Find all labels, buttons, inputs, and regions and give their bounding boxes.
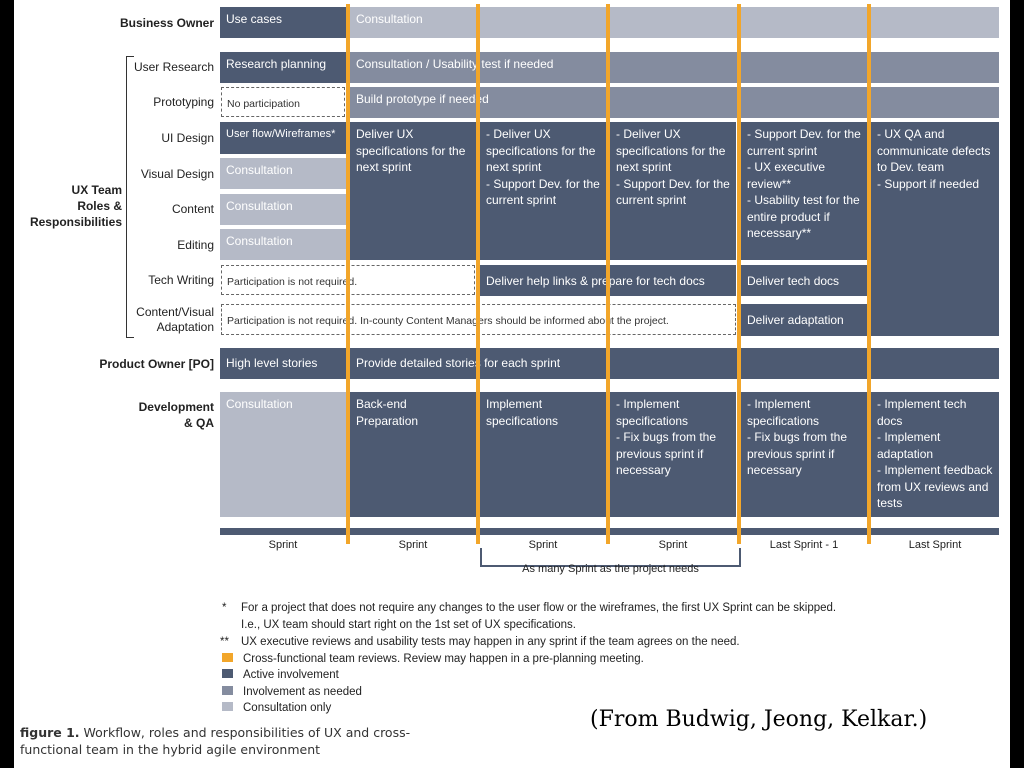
legend-label-consultation: Consultation only (243, 702, 332, 714)
row-label-development-2: & QA (184, 416, 214, 430)
legend-item-active: Active involvement (222, 667, 339, 684)
cell-dev-s3: - Implement specifications - Fix bugs fr… (610, 392, 736, 517)
footnote-1-line-1: For a project that does not require any … (241, 602, 837, 614)
row-label-prototyping: Prototyping (153, 95, 214, 109)
cell-po-high: High level stories (220, 348, 346, 379)
row-label-business-owner: Business Owner (119, 16, 214, 30)
cell-pt-build: Build prototype if needed (350, 87, 999, 118)
legend-swatch-orange (222, 653, 233, 662)
legend-item-consultation: Consultation only (222, 700, 331, 717)
cell-dev-s1: Back-end Preparation (350, 392, 476, 517)
ux-team-label-1: UX Team (71, 183, 122, 197)
cell-ct-consult: Consultation (220, 194, 346, 225)
legend-label-as-needed: Involvement as needed (243, 686, 362, 698)
footnote-1-line-2: I.e., UX team should start right on the … (241, 619, 576, 631)
review-line-3 (606, 4, 610, 544)
figure-caption: figure 1. Workflow, roles and responsibi… (20, 724, 520, 758)
cell-po-detailed: Provide detailed stories for each sprint (350, 348, 999, 379)
cell-dev-s4: - Implement specifications - Fix bugs fr… (741, 392, 867, 517)
row-label-content-visual-adaptation-1: Content/Visual (136, 305, 214, 319)
sprint-label-3: Sprint (528, 539, 558, 551)
row-label-content-visual-adaptation-2: Adaptation (156, 320, 214, 334)
row-label-development-1: Development (138, 400, 214, 414)
cell-tw-docs: Deliver tech docs (741, 265, 867, 296)
cell-dev-consult: Consultation (220, 392, 346, 517)
review-line-5 (867, 4, 871, 544)
ux-team-label-2: Roles & (77, 199, 122, 213)
cell-dev-s2: Implement specifications (480, 392, 606, 517)
cell-vd-consult: Consultation (220, 158, 346, 189)
cell-ui-flow: User flow/Wireframes* (220, 122, 346, 154)
ux-team-label-3: Responsibilities (29, 215, 122, 229)
caption-text-2: functional team in the hybrid agile envi… (20, 742, 321, 757)
sprint-span-label: As many Sprint as the project needs (522, 563, 699, 575)
legend-label-reviews: Cross-functional team reviews. Review ma… (243, 653, 644, 665)
row-label-visual-design: Visual Design (140, 167, 214, 181)
cell-cva-deliver: Deliver adaptation (741, 304, 867, 336)
cell-s5-ux: - UX QA and communicate defects to Dev. … (871, 122, 999, 336)
footnote-1-mark: * (222, 602, 227, 614)
footnote-2-mark: ** (220, 636, 229, 648)
review-line-4 (737, 4, 741, 544)
row-label-editing: Editing (177, 238, 214, 252)
cell-bo-use-cases: Use cases (220, 7, 346, 38)
sprint-label-4: Sprint (658, 539, 688, 551)
legend-swatch-dark (222, 669, 233, 678)
sprint-label-2: Sprint (398, 539, 428, 551)
cell-ed-consult: Consultation (220, 229, 346, 260)
caption-text-1: Workflow, roles and responsibilities of … (79, 725, 411, 740)
cell-bo-consultation: Consultation (350, 7, 999, 38)
legend-label-active: Active involvement (243, 669, 339, 681)
cell-pt-no-participation: No participation required (221, 87, 345, 117)
footnote-2-text: UX executive reviews and usability tests… (241, 636, 740, 648)
caption-line-1: figure 1. Workflow, roles and responsibi… (20, 724, 520, 741)
citation: (From Budwig, Jeong, Kelkar.) (590, 707, 928, 732)
sprint-label-6: Last Sprint (908, 539, 962, 551)
cell-dev-s5: - Implement tech docs - Implement adapta… (871, 392, 999, 517)
caption-figure-label: figure 1. (20, 725, 80, 740)
cell-s1-ux: Deliver UX specifications for the next s… (350, 122, 476, 260)
cell-ur-consult: Consultation / Usability test if needed (350, 52, 999, 83)
review-line-1 (346, 4, 350, 544)
row-label-content: Content (171, 202, 214, 216)
legend-item-reviews: Cross-functional team reviews. Review ma… (222, 651, 644, 668)
row-label-ui-design: UI Design (161, 131, 214, 145)
legend-swatch-mid (222, 686, 233, 695)
ux-team-bracket (126, 56, 134, 338)
cell-s4-ux: - Support Dev. for the current sprint - … (741, 122, 867, 260)
row-label-product-owner: Product Owner [PO] (99, 357, 214, 371)
sprint-span-bracket (480, 548, 741, 567)
figure-canvas: Business Owner User Research Prototyping… (14, 0, 1010, 768)
row-label-tech-writing: Tech Writing (148, 273, 214, 287)
sprint-label-5: Last Sprint - 1 (769, 539, 839, 551)
cell-s2-ux: - Deliver UX specifications for the next… (480, 122, 606, 260)
row-label-user-research: User Research (133, 60, 214, 74)
review-line-2 (476, 4, 480, 544)
cell-s3-ux: - Deliver UX specifications for the next… (610, 122, 736, 260)
legend-item-as-needed: Involvement as needed (222, 684, 362, 701)
sprint-label-1: Sprint (268, 539, 298, 551)
legend-swatch-light (222, 702, 233, 711)
cell-ur-planning: Research planning (220, 52, 346, 83)
